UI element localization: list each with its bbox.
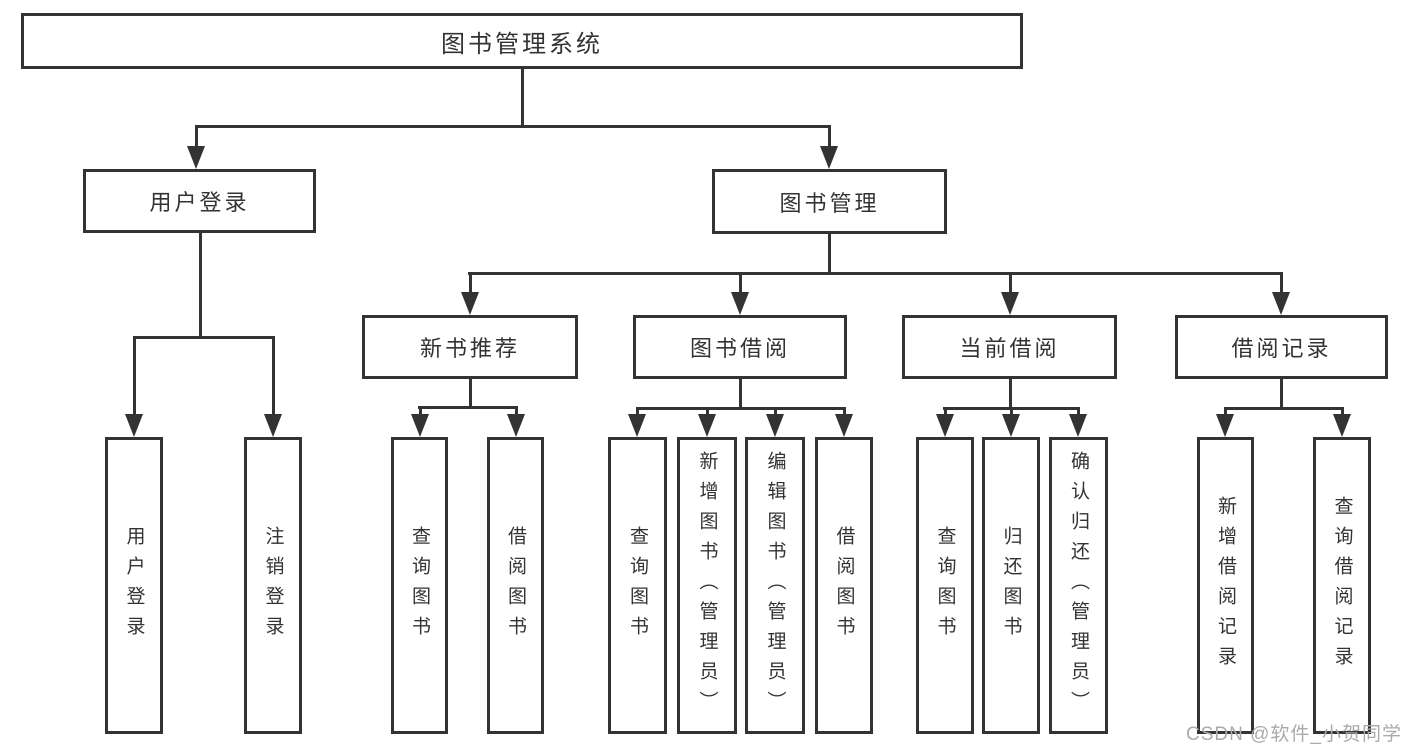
node-user-login-branch: 用户登录 xyxy=(83,169,316,233)
connector-newbook-stem xyxy=(469,377,472,409)
connector-current-stem xyxy=(1009,377,1012,410)
connector-borrow-drop-3 xyxy=(774,407,777,418)
leaf-logout-label: 注销登录 xyxy=(262,525,284,646)
leaf-borrow-edit-admin: 编辑图书（管理员） xyxy=(745,437,805,734)
connector-login-drop-2 xyxy=(272,336,275,418)
connector-current-drop-1 xyxy=(944,407,947,418)
node-book-borrow-label: 图书借阅 xyxy=(689,336,790,361)
leaf-newbook-query: 查询图书 xyxy=(391,437,448,734)
arrowhead-to-bw-query xyxy=(628,414,646,437)
connector-borrow-drop-2 xyxy=(706,407,709,418)
leaf-history-query-label: 查询借阅记录 xyxy=(1331,495,1353,676)
connector-root-drop-mgmt xyxy=(828,125,831,149)
arrowhead-to-bw-edit xyxy=(766,414,784,437)
arrowhead-to-borrow xyxy=(731,292,749,315)
arrowhead-to-login xyxy=(187,146,205,169)
connector-root-drop-login xyxy=(195,125,198,149)
csdn-watermark: CSDN @软件_小贺同学 xyxy=(1186,724,1402,745)
leaf-history-add: 新增借阅记录 xyxy=(1197,437,1254,734)
connector-history-stem xyxy=(1280,377,1283,410)
leaf-user-login-label: 用户登录 xyxy=(123,525,145,646)
arrowhead-to-bw-add xyxy=(698,414,716,437)
connector-mgmt-stem xyxy=(828,231,831,275)
connector-mgmt-drop-history xyxy=(1280,272,1283,296)
connector-root-stem xyxy=(521,67,524,128)
arrowhead-to-his-add xyxy=(1216,414,1234,437)
arrowhead-to-his-query xyxy=(1333,414,1351,437)
node-new-book-recommend-label: 新书推荐 xyxy=(419,336,520,361)
connector-login-hline xyxy=(133,336,275,339)
node-root: 图书管理系统 xyxy=(21,13,1023,69)
connector-current-drop-2 xyxy=(1010,407,1013,418)
leaf-user-login: 用户登录 xyxy=(105,437,163,734)
arrowhead-to-cur-return xyxy=(1002,414,1020,437)
leaf-current-query-label: 查询图书 xyxy=(934,525,956,646)
leaf-borrow-edit-admin-label: 编辑图书（管理员） xyxy=(764,450,786,721)
connector-mgmt-drop-current xyxy=(1009,272,1012,296)
arrowhead-to-bw-borrow xyxy=(835,414,853,437)
node-current-borrow-label: 当前借阅 xyxy=(959,336,1060,361)
arrowhead-to-cur-query xyxy=(936,414,954,437)
node-book-management: 图书管理 xyxy=(712,169,947,234)
connector-history-drop-1 xyxy=(1224,407,1227,418)
connector-borrow-drop-4 xyxy=(843,407,846,418)
leaf-borrow-borrow: 借阅图书 xyxy=(815,437,873,734)
leaf-current-query: 查询图书 xyxy=(916,437,974,734)
arrowhead-to-history xyxy=(1272,292,1290,315)
node-book-borrow: 图书借阅 xyxy=(633,315,847,379)
leaf-borrow-query: 查询图书 xyxy=(608,437,667,734)
node-new-book-recommend: 新书推荐 xyxy=(362,315,578,379)
leaf-borrow-add-admin-label: 新增图书（管理员） xyxy=(696,450,718,721)
connector-mgmt-drop-newbook xyxy=(469,272,472,296)
node-user-login-branch-label: 用户登录 xyxy=(149,190,250,215)
connector-history-drop-2 xyxy=(1341,407,1344,418)
arrowhead-to-current xyxy=(1001,292,1019,315)
leaf-current-return-label: 归还图书 xyxy=(1000,525,1022,646)
node-borrow-records: 借阅记录 xyxy=(1175,315,1388,379)
connector-current-drop-3 xyxy=(1077,407,1080,418)
connector-login-stem xyxy=(199,230,202,339)
arrowhead-to-leaf-logout xyxy=(264,414,282,437)
leaf-current-confirm-admin: 确认归还（管理员） xyxy=(1049,437,1108,734)
arrowhead-to-cur-confirm xyxy=(1069,414,1087,437)
leaf-borrow-borrow-label: 借阅图书 xyxy=(833,525,855,646)
connector-borrow-drop-1 xyxy=(636,407,639,418)
arrowhead-to-nb-query xyxy=(411,414,429,437)
node-current-borrow: 当前借阅 xyxy=(902,315,1117,379)
connector-newbook-drop-2 xyxy=(515,406,518,418)
connector-borrow-hline xyxy=(636,407,845,410)
node-book-management-label: 图书管理 xyxy=(779,190,880,216)
connector-login-drop-1 xyxy=(133,336,136,418)
node-root-label: 图书管理系统 xyxy=(441,30,603,58)
connector-history-hline xyxy=(1224,407,1343,410)
leaf-borrow-query-label: 查询图书 xyxy=(627,525,648,646)
arrowhead-to-newbook xyxy=(461,292,479,315)
leaf-newbook-borrow: 借阅图书 xyxy=(487,437,544,734)
arrowhead-to-nb-borrow xyxy=(507,414,525,437)
connector-newbook-drop-1 xyxy=(419,406,422,418)
leaf-borrow-add-admin: 新增图书（管理员） xyxy=(677,437,737,734)
connector-mgmt-drop-borrow xyxy=(739,272,742,296)
leaf-logout: 注销登录 xyxy=(244,437,302,734)
leaf-history-add-label: 新增借阅记录 xyxy=(1215,495,1236,676)
leaf-newbook-borrow-label: 借阅图书 xyxy=(505,525,526,646)
connector-borrow-stem xyxy=(739,377,742,410)
connector-newbook-hline xyxy=(418,406,518,409)
leaf-newbook-query-label: 查询图书 xyxy=(409,525,430,646)
arrowhead-to-mgmt xyxy=(820,146,838,169)
arrowhead-to-leaf-login xyxy=(125,414,143,437)
node-borrow-records-label: 借阅记录 xyxy=(1231,336,1332,361)
connector-mgmt-hline xyxy=(468,272,1282,275)
leaf-current-confirm-admin-label: 确认归还（管理员） xyxy=(1068,450,1089,721)
leaf-history-query: 查询借阅记录 xyxy=(1313,437,1371,734)
leaf-current-return: 归还图书 xyxy=(982,437,1040,734)
connector-root-hline xyxy=(195,125,831,128)
